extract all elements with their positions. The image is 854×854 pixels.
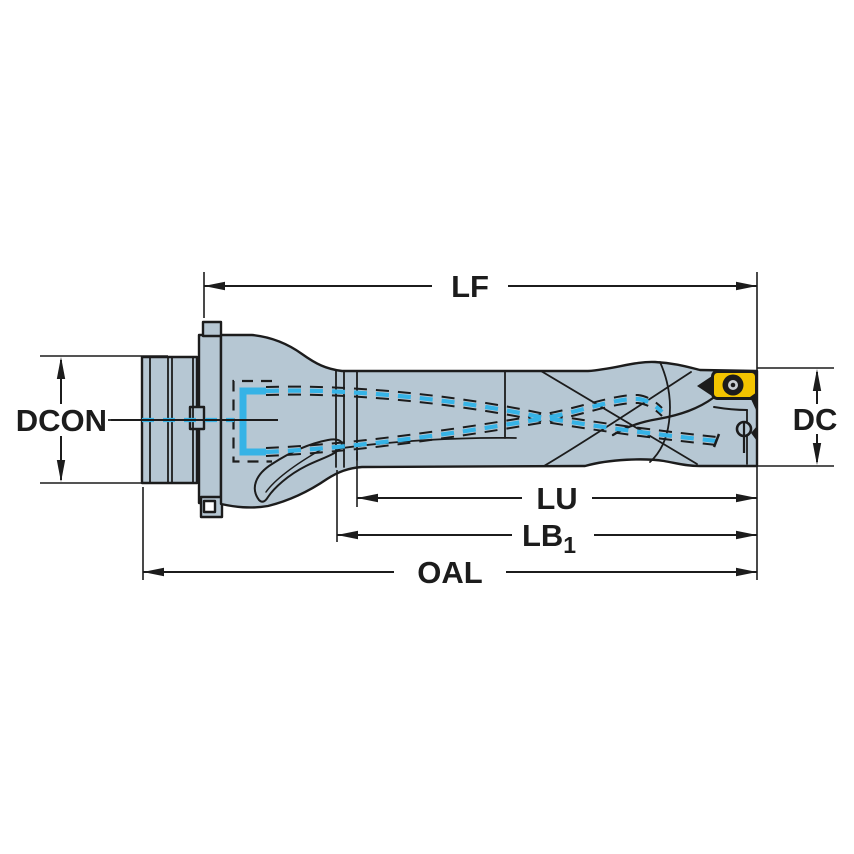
coolant-channel-lower xyxy=(265,396,664,455)
arrowhead-dcon-up xyxy=(56,357,66,379)
arrowhead-lu-right xyxy=(736,493,757,503)
pocket-clamp-wedge xyxy=(697,376,712,396)
insert-screw-dot xyxy=(730,382,736,388)
pocket-shelf xyxy=(713,406,748,411)
label-lb1-subscript: 1 xyxy=(563,532,576,558)
arrowhead-oal-right xyxy=(736,567,757,577)
arrowhead-oal-left xyxy=(143,567,164,577)
arrowhead-dcon-down xyxy=(56,460,66,482)
arrowhead-dc-down xyxy=(812,443,822,465)
arrowhead-lf-left xyxy=(204,281,225,291)
coolant-exit-mark xyxy=(712,433,721,448)
arrowhead-dc-up xyxy=(812,369,822,391)
flange-tab-notch xyxy=(202,499,217,514)
label-lu: LU xyxy=(536,481,577,516)
flute-helix xyxy=(540,370,698,465)
label-dcon: DCON xyxy=(16,403,107,438)
flute-helix xyxy=(543,371,692,467)
face-wedge-upper xyxy=(750,392,757,412)
label-lb1-base: LB xyxy=(522,518,563,553)
arrowhead-lb1-left xyxy=(337,530,358,540)
flute-helix-tip xyxy=(649,361,671,463)
label-lf: LF xyxy=(451,269,489,304)
arrowhead-lu-left xyxy=(357,493,378,503)
arrowhead-lf-right xyxy=(736,281,757,291)
coolant-channel-border xyxy=(265,393,663,449)
dimension-labels: LF DCON DC LU LB1 OAL xyxy=(16,269,838,590)
label-oal: OAL xyxy=(417,555,482,590)
dimension-arrowheads xyxy=(56,281,822,577)
face-wedge-lower xyxy=(751,426,757,441)
flange-top-tab xyxy=(201,320,223,338)
coolant-channel-upper xyxy=(265,388,718,444)
drill-main-body xyxy=(219,333,759,509)
label-dc: DC xyxy=(793,402,838,437)
arrowhead-lb1-right xyxy=(736,530,757,540)
label-lb1: LB1 xyxy=(522,518,576,558)
coolant-inlet-bracket xyxy=(239,387,266,456)
coolant-channel-border xyxy=(265,385,718,438)
dimension-graphics xyxy=(40,272,834,580)
